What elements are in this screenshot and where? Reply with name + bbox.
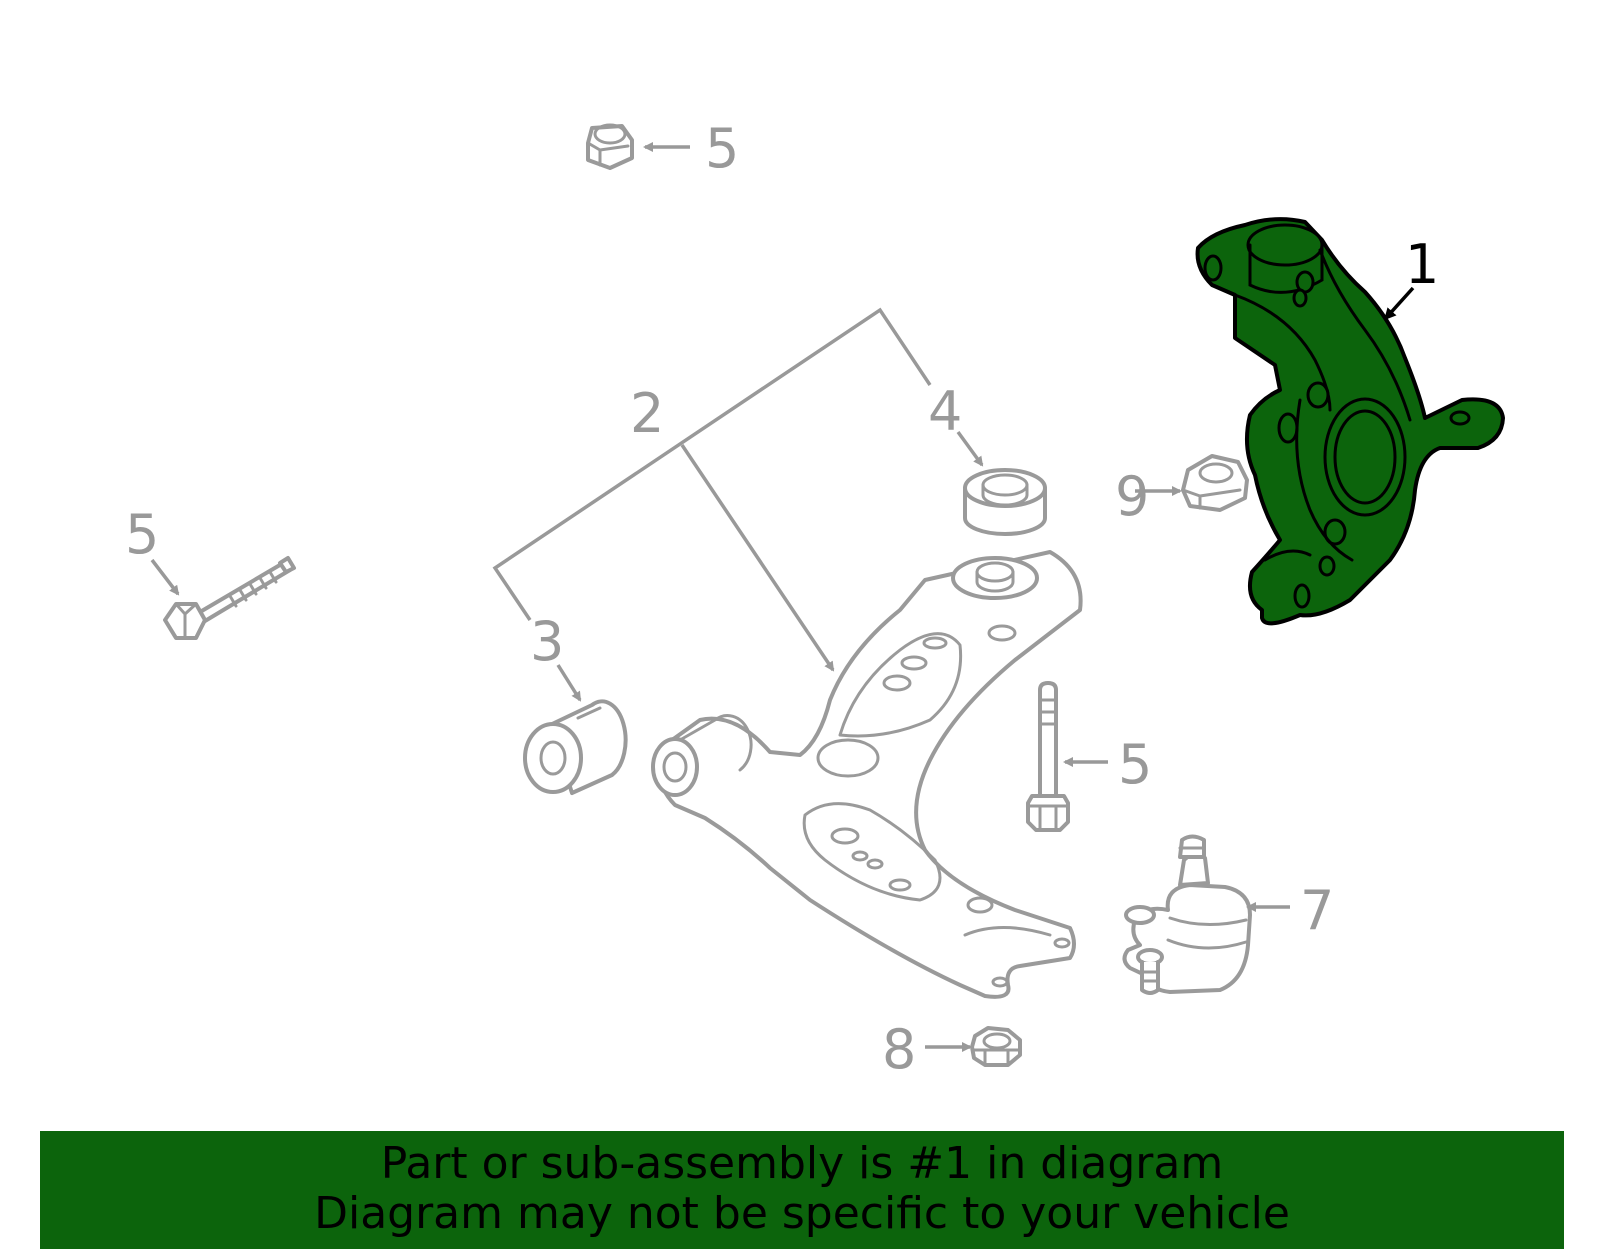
callout-1: 1: [1405, 233, 1439, 296]
callout-9: 9: [1115, 465, 1149, 528]
leader-group-2: [492, 307, 932, 672]
leader-5-left: [150, 558, 180, 596]
callout-3: 3: [530, 610, 564, 673]
leader-4: [956, 430, 984, 467]
nut-part-6[interactable]: [586, 123, 634, 170]
callout-6: 5: [705, 117, 739, 180]
nut-part-8[interactable]: [970, 1026, 1022, 1067]
callout-5-right: 5: [1118, 733, 1152, 796]
banner-line-1: Part or sub-assembly is #1 in diagram: [380, 1138, 1224, 1189]
leader-3: [556, 664, 582, 702]
nut-part-9[interactable]: [1181, 454, 1249, 512]
ball-joint-part-7[interactable]: [1122, 834, 1252, 995]
leader-1: [1383, 286, 1415, 321]
info-banner: Part or sub-assembly is #1 in diagram Di…: [40, 1131, 1564, 1249]
bushing-part-3[interactable]: [523, 699, 628, 795]
callout-8: 8: [882, 1018, 916, 1081]
callout-4: 4: [928, 380, 962, 443]
banner-line-2: Diagram may not be specific to your vehi…: [314, 1188, 1290, 1239]
steering-knuckle-part-1[interactable]: [1195, 217, 1505, 626]
bolt-part-5-left[interactable]: [163, 556, 296, 640]
bushing-part-4[interactable]: [963, 468, 1047, 536]
control-arm-part-2[interactable]: [651, 550, 1083, 999]
bolt-part-5-right[interactable]: [1026, 681, 1070, 832]
callout-7: 7: [1300, 879, 1334, 942]
callout-2: 2: [630, 382, 664, 445]
callout-5-left: 5: [125, 503, 159, 566]
